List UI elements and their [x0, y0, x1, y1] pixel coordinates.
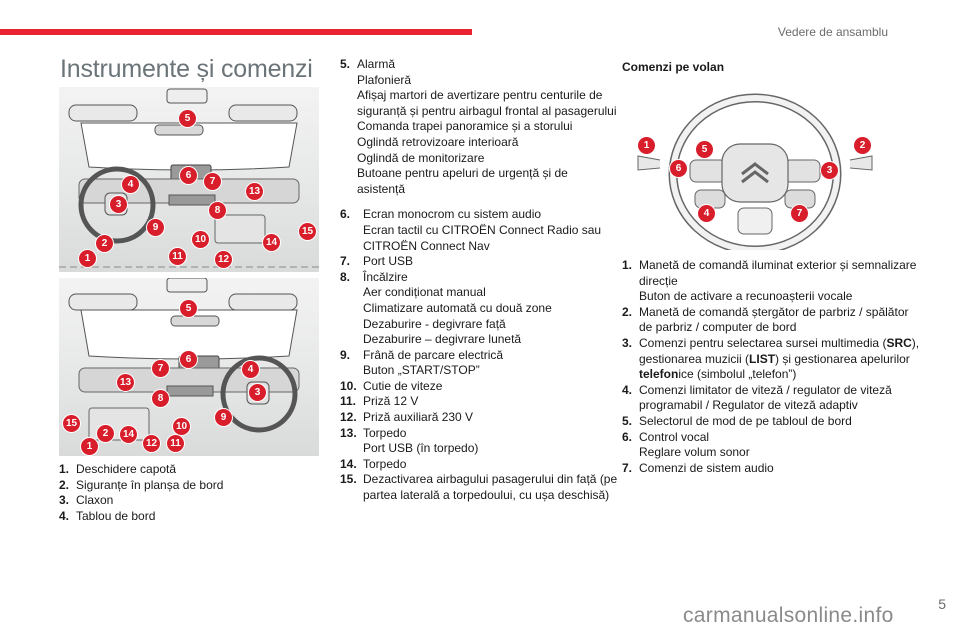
steering-controls-list: 1. Manetă de comandă iluminat exterior ș… [622, 258, 922, 476]
callout-3: 3 [249, 384, 266, 401]
list-item: 11.Priză 12 V [340, 394, 419, 409]
callout-1: 1 [81, 438, 98, 455]
callout-2: 2 [96, 235, 113, 252]
list-item: 9. Frână de parcare electrică Buton „STA… [340, 347, 504, 378]
list-item: 2.Siguranțe în planșa de bord [59, 477, 224, 492]
callout-4: 4 [122, 176, 139, 193]
list-item: 3.Comenzi pentru selectarea sursei multi… [622, 335, 920, 382]
list-item: 12.Priză auxiliară 230 V [340, 410, 474, 425]
steering-wheel-drawing [637, 93, 873, 255]
wheel-callout-3: 3 [821, 162, 838, 179]
list-item: 5. Alarmă Plafonieră Afișaj martori de a… [340, 57, 617, 196]
section-accent-bar [0, 29, 472, 35]
page-title: Instrumente și comenzi [60, 55, 313, 83]
callout-8: 8 [209, 202, 226, 219]
list-item: 8. Încălzire Aer condiționat manual Clim… [340, 269, 552, 347]
callout-5: 5 [179, 110, 196, 127]
callout-12: 12 [143, 435, 160, 452]
callout-10: 10 [173, 418, 190, 435]
steering-wheel-illustration: 1 2 3 4 5 6 7 [630, 92, 880, 255]
list-item: 7.Port USB [340, 254, 414, 269]
callout-6: 6 [180, 167, 197, 184]
dashboard-illustration-rhd: 5 6 7 4 13 3 8 9 15 10 2 14 1 12 11 [59, 278, 319, 456]
list-item: 2.Manetă de comandă ștergător de parbriz… [622, 304, 909, 335]
dashboard-items-list-1-4: 1.Deschidere capotă 2.Siguranțe în planș… [59, 462, 324, 524]
list-item: 15.Dezactivarea airbagului pasagerului d… [340, 472, 618, 503]
callout-3: 3 [110, 196, 127, 213]
list-item: 1.Deschidere capotă [59, 462, 177, 476]
callout-2: 2 [97, 425, 114, 442]
list-item: 1. Manetă de comandă iluminat exterior ș… [622, 258, 917, 304]
wheel-callout-5: 5 [696, 141, 713, 158]
callout-4: 4 [242, 361, 259, 378]
callout-8: 8 [152, 390, 169, 407]
dashboard-items-list-5-15: 5. Alarmă Plafonieră Afișaj martori de a… [340, 57, 618, 504]
callout-7: 7 [152, 360, 169, 377]
callout-11: 11 [169, 248, 186, 265]
steering-controls-heading: Comenzi pe volan [622, 60, 725, 74]
list-item: 4.Tablou de bord [59, 508, 156, 523]
watermark: carmanualsonline.info [683, 604, 894, 627]
wheel-callout-4: 4 [698, 205, 715, 222]
list-item: 4.Comenzi limitator de viteză / regulato… [622, 382, 892, 413]
list-item: 3.Claxon [59, 493, 114, 508]
callout-11: 11 [167, 435, 184, 452]
list-item: 13. Torpedo Port USB (în torpedo) [340, 425, 479, 456]
list-item: 7.Comenzi de sistem audio [622, 460, 774, 475]
list-item: 14.Torpedo [340, 456, 407, 471]
callout-12: 12 [215, 251, 232, 268]
callout-15: 15 [299, 223, 316, 240]
list-item: 10.Cutie de viteze [340, 378, 443, 393]
callout-7: 7 [204, 173, 221, 190]
callout-9: 9 [215, 409, 232, 426]
page-number: 5 [938, 596, 946, 612]
callout-13: 13 [246, 183, 263, 200]
list-item: 6. Control vocal Reglare volum sonor [622, 429, 750, 460]
callout-10: 10 [192, 231, 209, 248]
wheel-callout-6: 6 [670, 160, 687, 177]
callout-13: 13 [117, 374, 134, 391]
section-header: Vedere de ansamblu [777, 25, 888, 39]
callout-9: 9 [147, 219, 164, 236]
callout-1: 1 [79, 250, 96, 267]
wheel-callout-7: 7 [791, 205, 808, 222]
wheel-callout-2: 2 [854, 137, 871, 154]
callout-6: 6 [180, 351, 197, 368]
dashboard-illustration-lhd: 5 6 7 13 4 3 8 9 10 15 14 2 11 12 1 [59, 87, 319, 272]
callout-14: 14 [120, 426, 137, 443]
callout-14: 14 [263, 234, 280, 251]
callout-5: 5 [180, 300, 197, 317]
wheel-callout-1: 1 [638, 137, 655, 154]
list-item: 5.Selectorul de mod de pe tabloul de bor… [622, 413, 852, 428]
list-item: 6. Ecran monocrom cu sistem audio Ecran … [340, 207, 602, 253]
callout-15: 15 [63, 415, 80, 432]
